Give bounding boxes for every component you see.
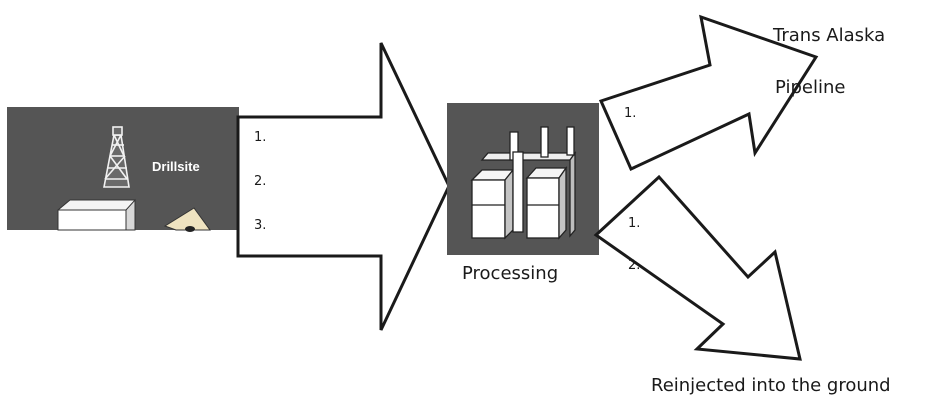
reinject-arrow bbox=[593, 174, 802, 361]
main-arrow-item-3: 3. bbox=[254, 218, 267, 233]
pipeline-destination-line2: Pipeline bbox=[775, 77, 846, 98]
processing-label: Processing bbox=[462, 263, 559, 284]
main-arrow-item-2: 2. bbox=[254, 174, 267, 189]
reinject-arrow-item-2: 2. bbox=[628, 258, 641, 273]
drillsite-label: Drillsite bbox=[152, 159, 200, 174]
pipeline-arrow bbox=[598, 14, 819, 172]
pipeline-destination-line1: Trans Alaska bbox=[773, 25, 886, 46]
processing-image bbox=[447, 103, 599, 255]
drillsite-image bbox=[7, 107, 239, 232]
main-flow-arrow bbox=[236, 42, 451, 331]
reinject-destination: Reinjected into the ground bbox=[651, 375, 891, 396]
main-arrow-item-1: 1. bbox=[254, 130, 267, 145]
reinject-arrow-item-1: 1. bbox=[628, 216, 641, 231]
pipeline-arrow-item-1: 1. bbox=[624, 106, 637, 121]
